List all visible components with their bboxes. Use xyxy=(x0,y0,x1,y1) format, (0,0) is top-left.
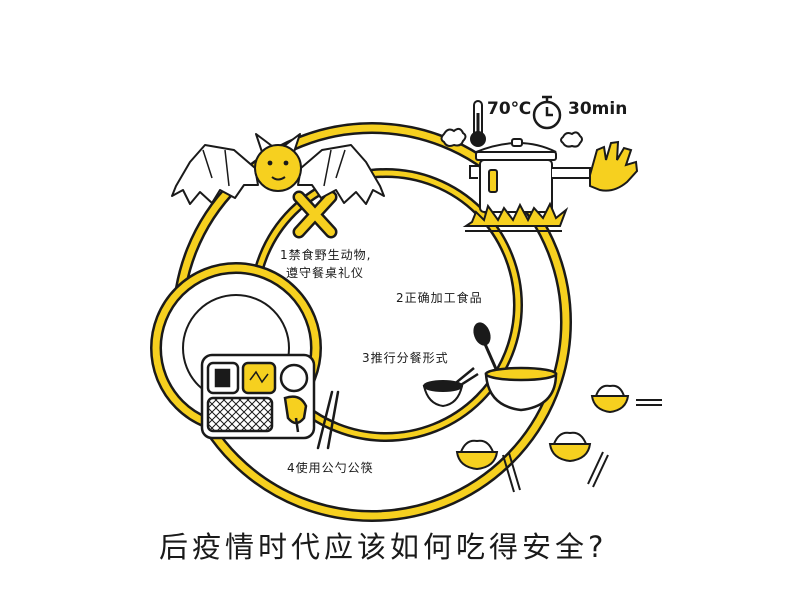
temperature-label: 70℃ xyxy=(487,99,532,119)
bat-icon xyxy=(171,133,385,205)
thermometer-icon xyxy=(470,100,486,147)
page-title: 后疫情时代应该如何吃得安全? xyxy=(159,530,608,564)
chopsticks-icon xyxy=(316,390,340,450)
step-1-label: 1禁食野生动物, xyxy=(280,248,372,262)
meal-tray-icon xyxy=(200,353,316,440)
rice-bowl-icon xyxy=(548,431,609,488)
serving-bowl-icon xyxy=(484,366,558,412)
fire-icon xyxy=(462,201,569,232)
step-1-label-line2: 遵守餐桌礼仪 xyxy=(286,266,365,280)
rice-bowl-icon xyxy=(590,384,662,414)
stopwatch-icon xyxy=(532,95,562,130)
step-3-label: 3推行分餐形式 xyxy=(362,351,449,365)
cross-icon xyxy=(292,190,338,239)
glove-icon xyxy=(589,140,639,192)
rice-bowl-icon xyxy=(455,439,521,493)
steam-icon xyxy=(440,127,583,148)
step-2-label: 2正确加工食品 xyxy=(396,291,483,305)
bowl-icon xyxy=(422,367,479,408)
cooking-pot-icon xyxy=(469,138,591,213)
duration-label: 30min xyxy=(568,99,628,119)
step-4-label: 4使用公勺公筷 xyxy=(287,461,374,475)
